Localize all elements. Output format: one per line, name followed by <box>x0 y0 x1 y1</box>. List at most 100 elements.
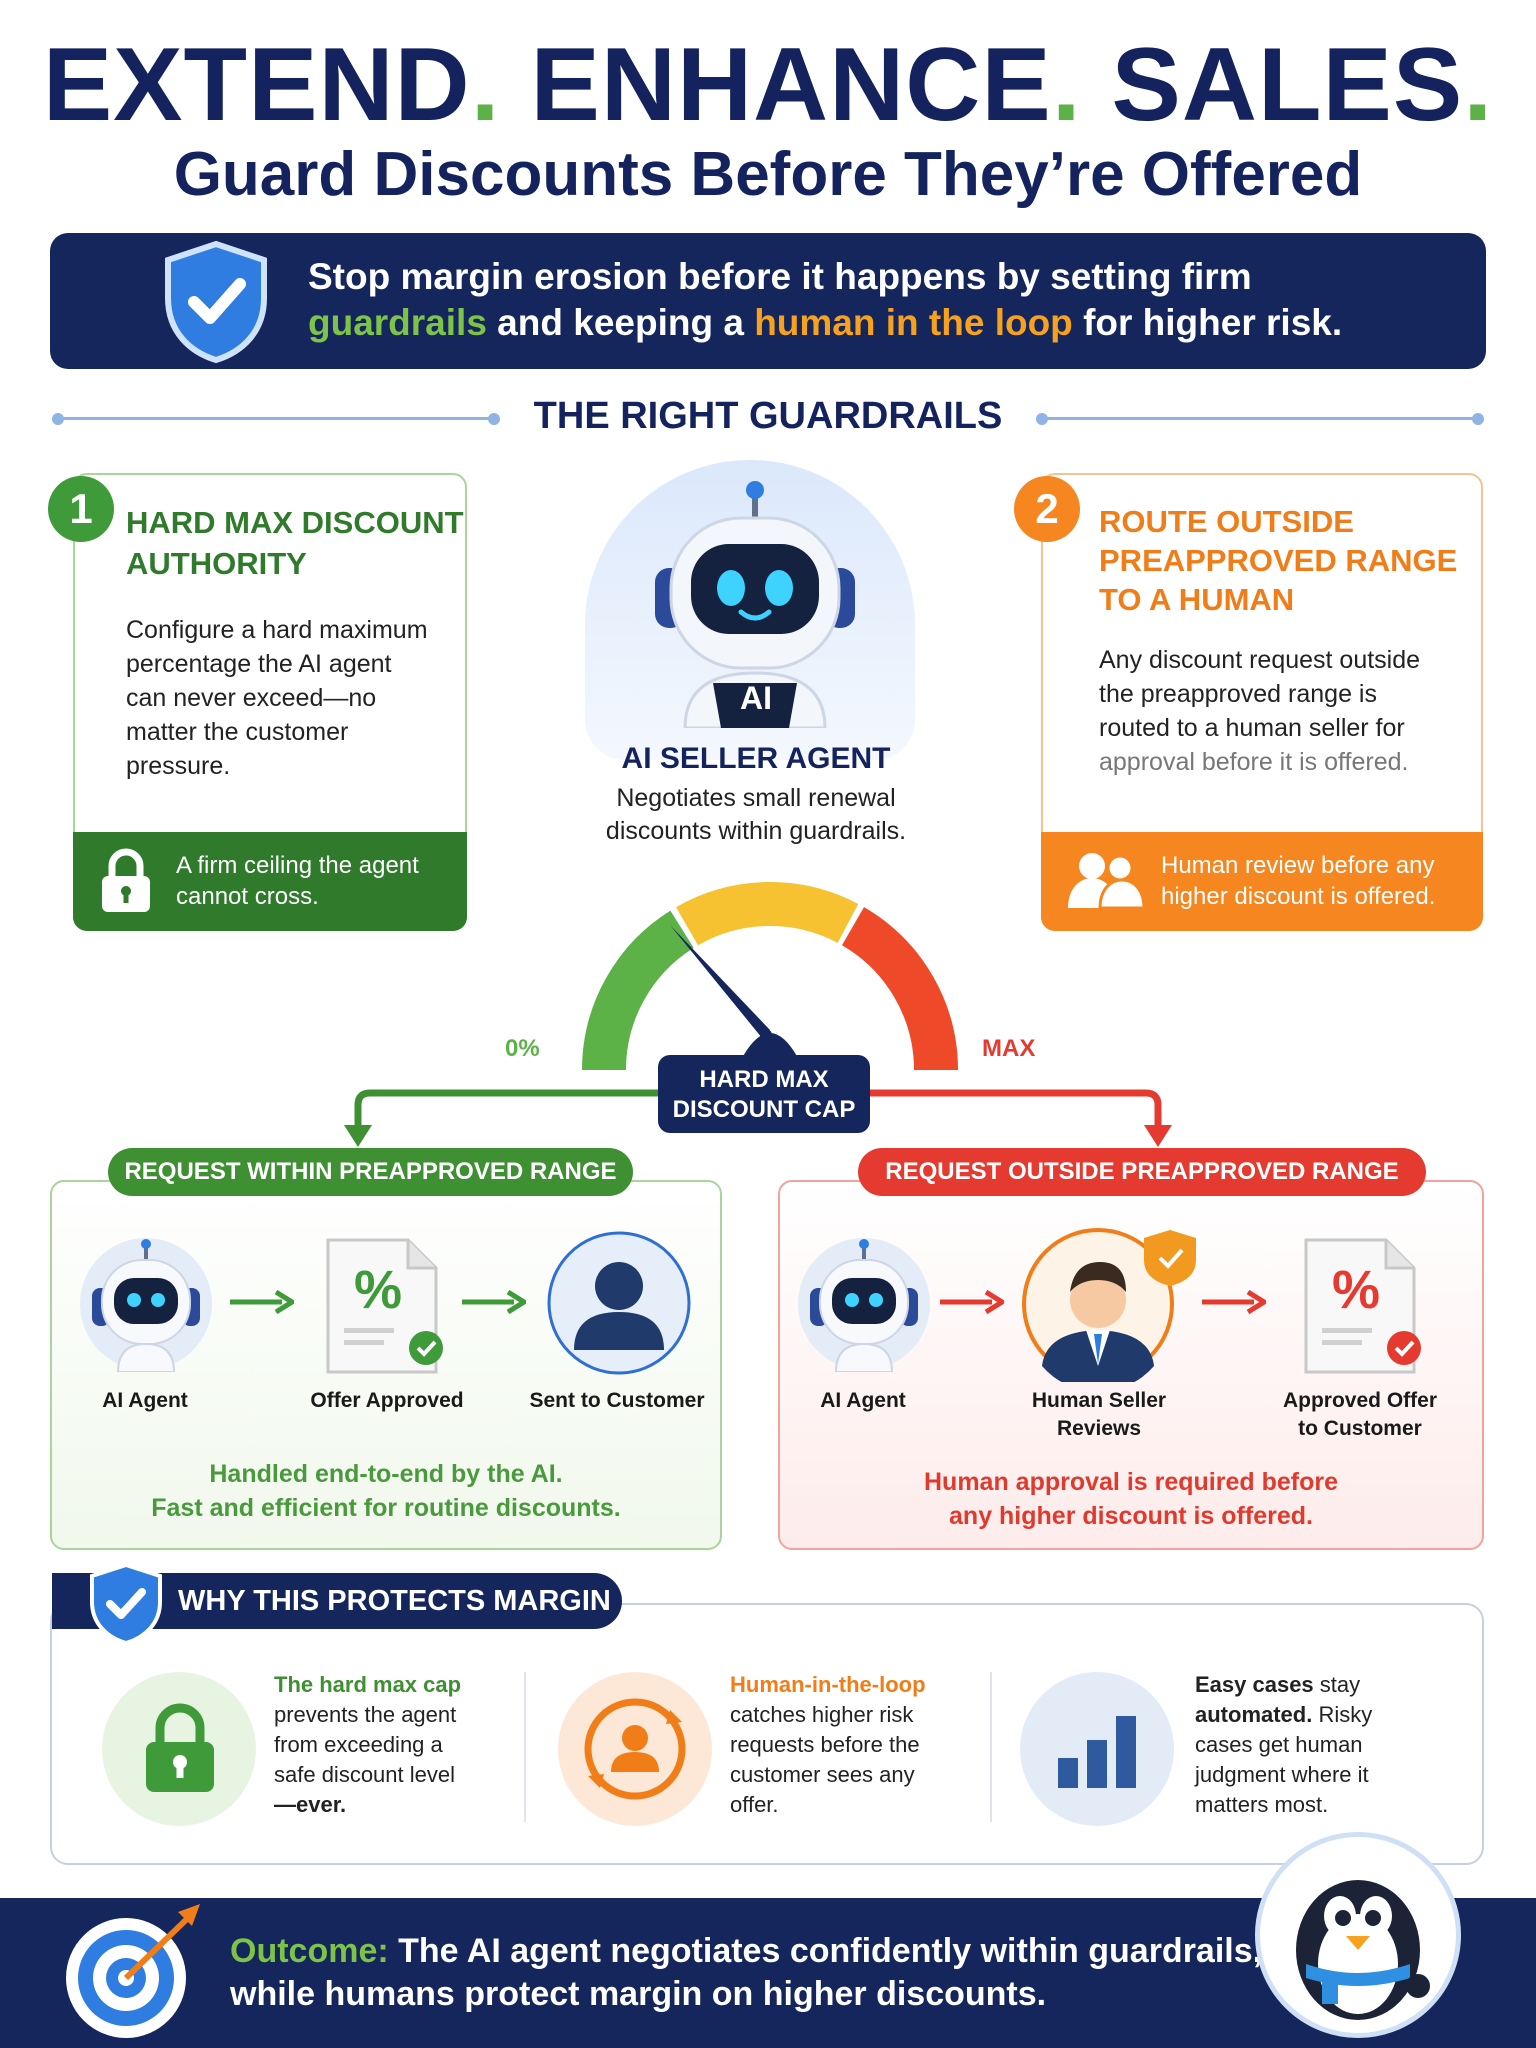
step-approved-offer: Approved Offer to Customer <box>1260 1387 1460 1443</box>
agent-body-line: discounts within guardrails. <box>605 817 907 845</box>
card1-body-line: percentage the AI agent <box>126 650 392 678</box>
why-col2-line: catches higher risk <box>730 1702 914 1727</box>
human-in-loop-icon <box>584 1698 686 1800</box>
lock-icon <box>102 848 150 912</box>
lock-icon <box>146 1703 214 1792</box>
why-col2-line: customer sees any <box>730 1762 915 1787</box>
card2-footer-text: Human review before any higher discount … <box>1161 850 1435 912</box>
banner-text-segment: and keeping a <box>486 302 755 343</box>
step-human-review: Human Seller Reviews <box>1004 1387 1194 1443</box>
target-icon <box>66 1904 200 2038</box>
step-label-line: to Customer <box>1298 1417 1422 1440</box>
arrow-right-icon <box>1202 1290 1266 1314</box>
card1-footer-line: A firm ceiling the agent <box>176 852 419 879</box>
outcome-line-2: while humans protect margin on higher di… <box>230 1975 1047 2013</box>
divider-dot <box>1472 413 1484 425</box>
within-range-pill: REQUEST WITHIN PREAPPROVED RANGE <box>108 1148 633 1196</box>
document-percent-icon: % <box>326 1238 443 1374</box>
agent-title: AI SELLER AGENT <box>621 742 891 775</box>
guardrails-highlight: guardrails <box>308 302 487 343</box>
card1-title-line: AUTHORITY <box>126 546 307 581</box>
shield-check-icon <box>165 240 267 364</box>
card1-title-line: HARD MAX DISCOUNT <box>126 505 464 540</box>
card2-title: ROUTE OUTSIDE PREAPPROVED RANGE TO A HUM… <box>1099 502 1457 619</box>
why-col2-line: requests before the <box>730 1732 920 1757</box>
penguin-mascot-icon <box>1296 1880 1430 2020</box>
divider-dot <box>52 413 64 425</box>
why-divider <box>524 1672 526 1822</box>
why-col-3: Easy cases stay automated. Risky cases g… <box>1195 1670 1372 1820</box>
card2-footer-line: Human review before any <box>1161 852 1435 879</box>
gauge-needle <box>670 925 770 1038</box>
why-col2-lead: Human-in-the-loop <box>730 1672 926 1697</box>
document-percent-icon: % <box>1304 1238 1421 1374</box>
step-sent-to-customer: Sent to Customer <box>529 1389 705 1412</box>
divider-line <box>1042 417 1478 420</box>
why-col-1: The hard max cap prevents the agent from… <box>274 1670 461 1820</box>
svg-text:%: % <box>1332 1260 1380 1320</box>
cap-line: HARD MAX <box>699 1066 829 1093</box>
why-col1-line: safe discount level <box>274 1762 455 1787</box>
headline-word-3: SALES <box>1111 27 1464 143</box>
why-col3-line: matters most. <box>1195 1792 1329 1817</box>
why-col1-end: —ever. <box>274 1792 347 1817</box>
why-col1-lead: The hard max cap <box>274 1672 462 1697</box>
gauge-max-label: MAX <box>982 1035 1036 1062</box>
why-col3-lead: Easy cases <box>1195 1672 1314 1697</box>
why-col3-line-1: Easy cases stay <box>1195 1670 1372 1700</box>
outside-note-line: Human approval is required before <box>924 1468 1338 1496</box>
gauge-min-label: 0% <box>505 1035 540 1062</box>
card1-title: HARD MAX DISCOUNT AUTHORITY <box>126 502 464 584</box>
banner-text-segment: for higher risk. <box>1072 302 1343 343</box>
headline-word-1: EXTEND <box>42 27 471 143</box>
headline-word-2: ENHANCE <box>530 27 1052 143</box>
section-title: THE RIGHT GUARDRAILS <box>533 395 1003 437</box>
card2-body-line: the preapproved range is <box>1099 680 1377 708</box>
step-number-1: 1 <box>48 476 114 542</box>
why-col3-line-2: automated. Risky <box>1195 1700 1372 1730</box>
intro-banner <box>50 233 1486 369</box>
bar-chart-icon <box>1058 1716 1136 1788</box>
divider-line <box>60 417 496 420</box>
agent-body-line: Negotiates small renewal <box>616 784 896 812</box>
why-panel <box>50 1603 1484 1865</box>
why-col3-text: Risky <box>1312 1702 1373 1727</box>
step-label-line: Human Seller <box>1031 1389 1167 1412</box>
step-label-line: AI Agent <box>820 1389 906 1412</box>
card1-body-line: can never exceed—no <box>126 684 377 712</box>
within-note-line: Handled end-to-end by the AI. <box>209 1460 563 1488</box>
card1-footer-line: cannot cross. <box>176 883 319 910</box>
banner-line-1: Stop margin erosion before it happens by… <box>308 256 1252 297</box>
svg-text:%: % <box>354 1260 402 1320</box>
banner-line-2: guardrails and keeping a human in the lo… <box>308 300 1448 346</box>
why-col3-line: cases get human <box>1195 1732 1363 1757</box>
card1-body-line: pressure. <box>126 752 231 780</box>
divider-dot <box>488 413 500 425</box>
within-note-line: Fast and efficient for routine discounts… <box>151 1494 621 1522</box>
hard-max-cap-badge: HARD MAX DISCOUNT CAP <box>658 1055 870 1133</box>
subtitle: Guard Discounts Before They’re Offered <box>173 140 1363 209</box>
why-col1-line: from exceeding a <box>274 1732 443 1757</box>
card2-body: Any discount request outside the preappr… <box>1099 643 1420 779</box>
outcome-text-segment: The AI agent negotiates confidently with… <box>388 1932 1263 1970</box>
outside-note: Human approval is required before any hi… <box>788 1465 1474 1533</box>
cap-notch <box>742 1033 798 1058</box>
why-col3-line: judgment where it <box>1195 1762 1369 1787</box>
card2-body-line: Any discount request outside <box>1099 646 1421 674</box>
gauge-segment-mid <box>676 882 859 946</box>
why-col-2: Human-in-the-loop catches higher risk re… <box>730 1670 926 1820</box>
within-note: Handled end-to-end by the AI. Fast and e… <box>60 1457 712 1525</box>
headline-dot: . <box>470 27 501 143</box>
ai-badge: AI <box>740 680 772 716</box>
robot-icon <box>655 481 855 728</box>
card2-title-line: ROUTE OUTSIDE <box>1099 504 1354 539</box>
headline: EXTEND. ENHANCE. SALES. <box>0 30 1536 140</box>
why-divider <box>990 1672 992 1822</box>
banner-text: Stop margin erosion before it happens by… <box>308 254 1448 346</box>
card2-body-line: approval before it is offered. <box>1099 748 1409 776</box>
robot-icon <box>80 1238 212 1372</box>
step-ai-agent: AI Agent <box>788 1387 938 1415</box>
why-col2-line: offer. <box>730 1792 779 1817</box>
gauge-segment-low <box>582 910 695 1071</box>
card1-body-line: matter the customer <box>126 718 349 746</box>
